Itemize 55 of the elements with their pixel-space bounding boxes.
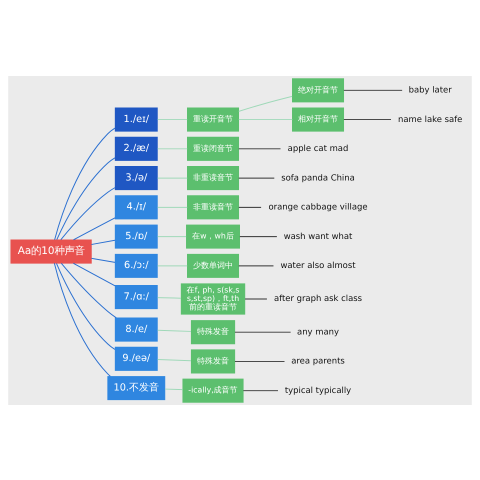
connector — [54, 262, 111, 376]
node-box: 2./æ/ — [114, 136, 158, 160]
connector — [60, 186, 116, 240]
node-box: 5./ɒ/ — [114, 224, 158, 248]
node-text: wash want what — [284, 230, 352, 240]
connector — [157, 296, 182, 298]
connector — [54, 127, 116, 240]
connector — [343, 89, 403, 90]
node-text: any many — [297, 326, 339, 336]
node-text: sofa panda China — [281, 172, 355, 182]
connector — [157, 206, 188, 208]
node-box: 9./eə/ — [114, 346, 158, 370]
connector — [343, 118, 392, 120]
node-text: area parents — [291, 355, 345, 366]
node-text: after graph ask class — [274, 292, 362, 303]
node-text: water also almost — [280, 260, 356, 270]
connector — [72, 262, 116, 286]
connector — [234, 331, 292, 332]
connector — [238, 264, 274, 266]
connector — [244, 298, 268, 299]
connector — [56, 262, 116, 350]
node-box: 7./ɑ:/ — [114, 284, 158, 309]
node-box: 4./ɪ/ — [114, 194, 158, 219]
connector — [157, 329, 192, 332]
connector — [91, 239, 116, 244]
connector — [164, 388, 184, 390]
node-box: 1./eɪ/ — [114, 107, 158, 132]
connector — [239, 236, 278, 237]
connector — [238, 206, 262, 208]
connector — [157, 358, 192, 361]
connector — [238, 148, 282, 149]
connector — [157, 236, 187, 237]
connector — [157, 264, 188, 266]
node-text: typical typically — [284, 384, 352, 394]
connector — [91, 257, 116, 262]
connector — [73, 216, 116, 240]
connector — [157, 118, 188, 120]
node-box: 8./e/ — [114, 317, 158, 342]
node-box: 3./ə/ — [114, 166, 158, 190]
node-text: name lake safe — [398, 113, 462, 124]
node-box: Aa的10种声音 — [10, 239, 92, 264]
node-text: baby later — [408, 84, 452, 94]
connector — [60, 262, 117, 318]
connector — [238, 95, 293, 112]
connector — [157, 148, 188, 149]
connector — [238, 177, 275, 178]
connector — [234, 360, 285, 362]
node-box: 10.不发音 — [107, 376, 166, 400]
connector — [238, 118, 293, 120]
node-text: orange cabbage village — [268, 201, 368, 212]
node-box: 6./ɔ:/ — [114, 253, 158, 278]
connector — [56, 156, 116, 240]
connector — [242, 390, 278, 391]
connector — [157, 177, 188, 178]
node-text: apple cat mad — [288, 142, 348, 153]
